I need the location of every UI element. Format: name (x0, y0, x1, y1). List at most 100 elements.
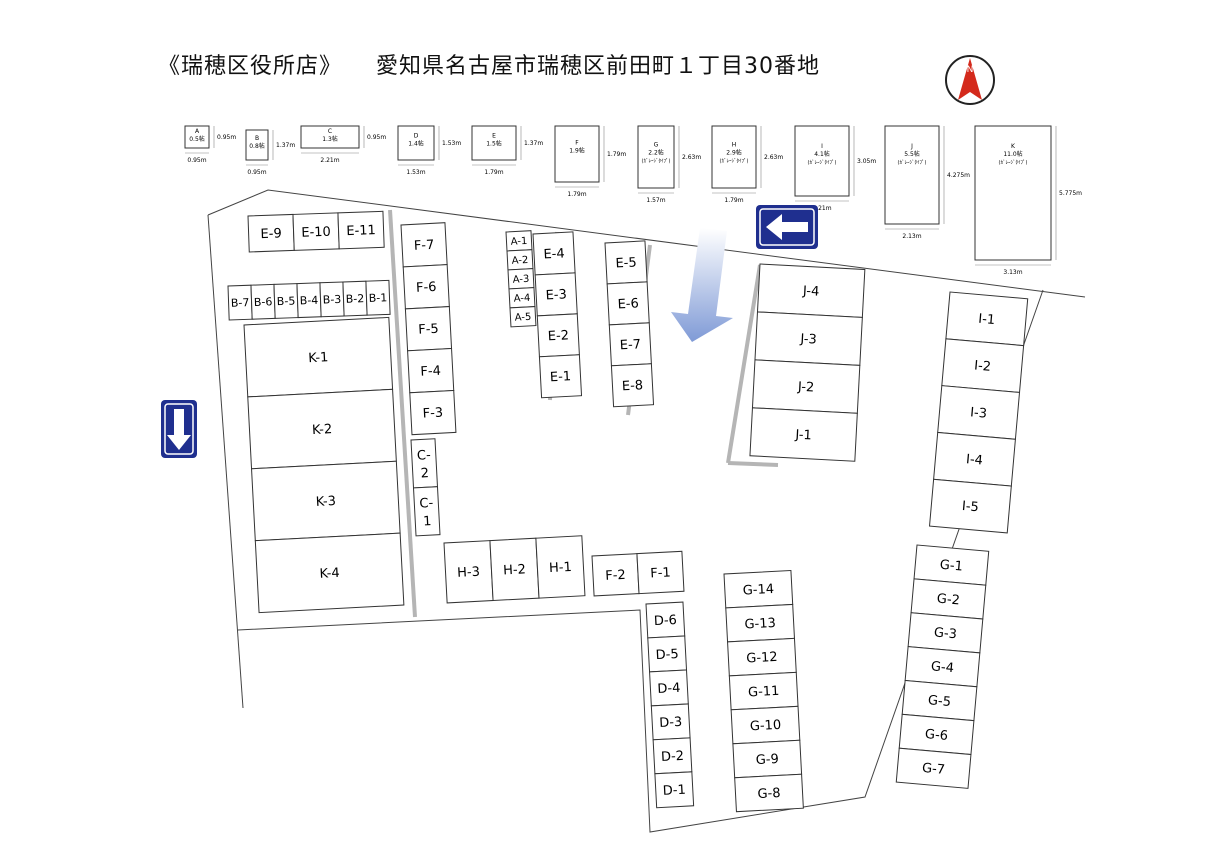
unit-box[interactable] (254, 532, 405, 614)
legend-note: (ｶﾞﾚｰｼﾞﾀｲﾌﾟ) (642, 158, 671, 165)
storage-unit-c-2[interactable]: C-2 (410, 438, 439, 489)
storage-unit-b-6[interactable]: B-6 (250, 283, 276, 320)
unit-label: E-9 (260, 226, 282, 242)
storage-unit-k-4[interactable]: K-4 (254, 532, 405, 614)
storage-unit-a-2[interactable]: A-2 (506, 249, 534, 271)
storage-unit-f-2[interactable]: F-2 (591, 553, 640, 597)
unit-label: A-3 (512, 274, 529, 286)
storage-unit-e-4[interactable]: E-4 (532, 231, 576, 276)
legend-area: 0.8帖 (249, 142, 265, 150)
unit-box[interactable] (337, 210, 385, 250)
unit-box[interactable] (654, 771, 695, 809)
storage-unit-f-6[interactable]: F-6 (402, 264, 450, 310)
unit-box[interactable] (928, 478, 1012, 534)
unit-label: G-2 (936, 592, 960, 609)
storage-unit-e-10[interactable]: E-10 (292, 212, 340, 251)
storage-unit-a-3[interactable]: A-3 (507, 268, 535, 290)
storage-unit-g-6[interactable]: G-6 (898, 713, 975, 756)
unit-label: J-2 (797, 380, 815, 396)
legend-box (637, 125, 675, 189)
storage-unit-f-4[interactable]: F-4 (407, 347, 455, 394)
storage-unit-d-1[interactable]: D-1 (654, 771, 695, 809)
storage-unit-g-2[interactable]: G-2 (910, 578, 987, 620)
unit-box[interactable] (538, 354, 583, 399)
unit-box[interactable] (409, 389, 457, 436)
unit-box[interactable] (749, 407, 858, 462)
storage-unit-f-7[interactable]: F-7 (400, 222, 448, 268)
legend-width: 0.95m (247, 169, 266, 176)
storage-unit-e-6[interactable]: E-6 (606, 281, 650, 326)
unit-box[interactable] (535, 535, 586, 599)
storage-unit-g-9[interactable]: G-9 (732, 739, 803, 779)
storage-unit-b-2[interactable]: B-2 (342, 280, 368, 317)
storage-unit-g-8[interactable]: G-8 (734, 773, 804, 813)
storage-unit-e-8[interactable]: E-8 (610, 363, 655, 408)
storage-unit-e-7[interactable]: E-7 (608, 322, 652, 367)
unit-box[interactable] (365, 279, 391, 316)
storage-unit-g-12[interactable]: G-12 (727, 637, 797, 677)
unit-box[interactable] (895, 747, 972, 789)
storage-unit-i-2[interactable]: I-2 (941, 338, 1025, 393)
storage-unit-d-2[interactable]: D-2 (652, 737, 693, 775)
storage-unit-g-5[interactable]: G-5 (901, 679, 978, 722)
storage-unit-h-2[interactable]: H-2 (489, 537, 540, 602)
storage-unit-g-13[interactable]: G-13 (725, 603, 795, 643)
storage-unit-i-3[interactable]: I-3 (937, 385, 1021, 440)
storage-unit-e-3[interactable]: E-3 (534, 272, 578, 317)
storage-unit-b-3[interactable]: B-3 (319, 281, 345, 318)
legend-depth: 2.63m (682, 154, 701, 161)
storage-unit-h-1[interactable]: H-1 (535, 535, 586, 599)
storage-unit-e-9[interactable]: E-9 (247, 213, 295, 253)
storage-unit-b-1[interactable]: B-1 (365, 279, 391, 316)
storage-unit-j-1[interactable]: J-1 (749, 407, 858, 462)
unit-box[interactable] (509, 306, 537, 328)
unit-box[interactable] (734, 773, 804, 813)
unit-box[interactable] (412, 486, 441, 537)
storage-unit-d-4[interactable]: D-4 (649, 669, 689, 707)
storage-unit-g-11[interactable]: G-11 (728, 671, 799, 711)
storage-unit-e-2[interactable]: E-2 (536, 313, 580, 358)
storage-unit-j-3[interactable]: J-3 (754, 311, 863, 366)
storage-unit-d-3[interactable]: D-3 (650, 703, 691, 741)
legend-box (884, 125, 940, 225)
storage-unit-g-7[interactable]: G-7 (895, 747, 972, 789)
storage-unit-k-2[interactable]: K-2 (247, 388, 397, 470)
storage-unit-b-5[interactable]: B-5 (273, 283, 299, 319)
storage-unit-i-4[interactable]: I-4 (933, 431, 1016, 487)
storage-unit-g-3[interactable]: G-3 (907, 612, 984, 654)
storage-unit-k-1[interactable]: K-1 (243, 316, 394, 398)
storage-unit-d-5[interactable]: D-5 (647, 635, 688, 673)
storage-unit-f-3[interactable]: F-3 (409, 389, 457, 436)
storage-unit-c-1[interactable]: C-1 (412, 486, 441, 537)
storage-unit-e-11[interactable]: E-11 (337, 210, 385, 250)
storage-unit-j-4[interactable]: J-4 (756, 263, 866, 318)
storage-unit-i-1[interactable]: I-1 (945, 291, 1029, 347)
unit-label: D-1 (662, 783, 686, 799)
storage-unit-e-1[interactable]: E-1 (538, 354, 583, 399)
storage-unit-j-2[interactable]: J-2 (751, 359, 861, 414)
storage-unit-e-5[interactable]: E-5 (604, 240, 648, 285)
storage-unit-a-1[interactable]: A-1 (505, 230, 533, 252)
storage-unit-i-5[interactable]: I-5 (928, 478, 1012, 534)
legend-width: 1.79m (484, 169, 503, 176)
storage-unit-g-14[interactable]: G-14 (723, 569, 794, 609)
legend-area: 1.4帖 (408, 139, 424, 147)
storage-unit-d-6[interactable]: D-6 (645, 601, 686, 639)
storage-unit-a-4[interactable]: A-4 (508, 287, 536, 309)
unit-label: D-6 (654, 613, 678, 629)
storage-unit-g-4[interactable]: G-4 (904, 646, 981, 688)
storage-unit-b-7[interactable]: B-7 (227, 284, 253, 321)
storage-unit-b-4[interactable]: B-4 (296, 282, 322, 319)
unit-box[interactable] (610, 363, 655, 408)
storage-unit-g-10[interactable]: G-10 (730, 705, 801, 745)
storage-unit-h-3[interactable]: H-3 (443, 540, 494, 604)
unit-box[interactable] (636, 550, 685, 595)
legend-box (794, 125, 850, 197)
storage-unit-f-5[interactable]: F-5 (404, 306, 453, 352)
storage-unit-f-1[interactable]: F-1 (636, 550, 685, 595)
storage-unit-a-5[interactable]: A-5 (509, 306, 537, 328)
storage-unit-g-1[interactable]: G-1 (913, 544, 990, 586)
storage-unit-k-3[interactable]: K-3 (251, 460, 401, 542)
